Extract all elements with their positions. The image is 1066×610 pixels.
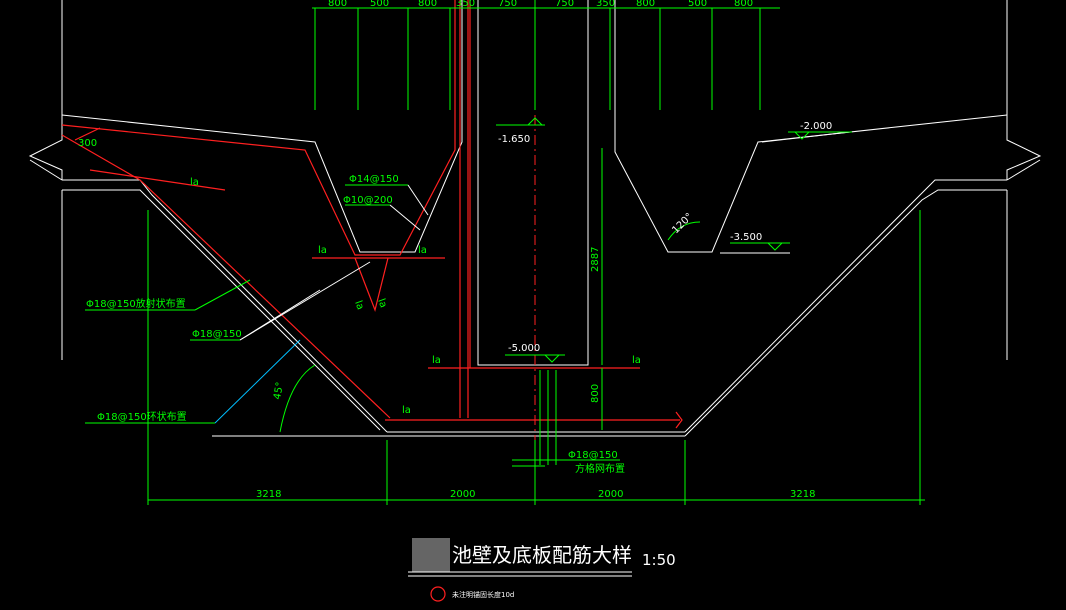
la-label-3: la xyxy=(418,245,427,256)
la-label-4: la xyxy=(432,355,441,366)
rebar-label-a: Φ14@150 xyxy=(349,174,399,185)
dimension-lines xyxy=(85,0,925,505)
rebar-label-f: Φ18@150 xyxy=(568,450,618,461)
slab-dim: 800 xyxy=(590,384,601,403)
height-dim: 2887 xyxy=(590,247,601,272)
drawing-title: 池壁及底板配筋大样 xyxy=(452,543,632,567)
rebar-label-b: Φ10@200 xyxy=(343,195,393,206)
top-dim-4: 350 xyxy=(456,0,475,9)
bottom-dimension-texts: 3218 2000 2000 3218 xyxy=(256,489,815,500)
elevation-texts: -1.650 -2.000 -3.500 -5.000 xyxy=(498,121,832,354)
la-label-7: la xyxy=(352,299,365,311)
rebar-label-f-note: 方格网布置 xyxy=(575,462,625,475)
top-dim-9: 500 xyxy=(688,0,707,9)
top-dim-7: 350 xyxy=(596,0,615,9)
note-circle-icon xyxy=(430,586,446,602)
la-label-5: la xyxy=(632,355,641,366)
drawing-note: 未注明锚固长度10d xyxy=(452,590,514,599)
top-dim-10: 800 xyxy=(734,0,753,9)
cover-label: 300 xyxy=(78,138,97,149)
top-dimension-texts: 800 500 800 350 750 750 350 800 500 800 xyxy=(328,0,753,9)
la-label-8: la xyxy=(375,297,388,309)
top-dim-3: 800 xyxy=(418,0,437,9)
rebar-labels: 300 Φ14@150 Φ10@200 Φ18@150放射状布置 Φ18@150… xyxy=(78,138,695,475)
rebar-label-c: Φ18@150放射状布置 xyxy=(86,297,186,310)
bottom-dim-1: 3218 xyxy=(256,489,281,500)
title-block: 池壁及底板配筋大样 1:50 未注明锚固长度10d xyxy=(408,538,676,602)
top-dim-8: 800 xyxy=(636,0,655,9)
elevation-bottom: -5.000 xyxy=(508,343,540,354)
top-dim-2: 500 xyxy=(370,0,389,9)
leader-lines xyxy=(194,184,429,424)
rebar-lines xyxy=(61,0,683,500)
elevation-right-top: -2.000 xyxy=(800,121,832,132)
blurred-mark xyxy=(412,538,450,572)
la-label-1: la xyxy=(190,177,199,188)
bottom-dim-2: 2000 xyxy=(450,489,475,500)
elevation-left-top: -1.650 xyxy=(498,134,530,145)
top-dim-5: 750 xyxy=(498,0,517,9)
angle-120-label: 120° xyxy=(670,211,695,236)
elevation-right-pit: -3.500 xyxy=(730,232,762,243)
drawing-scale: 1:50 xyxy=(642,551,676,569)
bottom-dim-3: 2000 xyxy=(598,489,623,500)
rebar-label-e: Φ18@150环状布置 xyxy=(97,410,187,423)
structure-outline xyxy=(28,0,1042,437)
top-dim-6: 750 xyxy=(555,0,574,9)
rebar-label-d: Φ18@150 xyxy=(192,329,242,340)
vertical-dimension-texts: 2887 800 xyxy=(590,247,601,403)
la-label-2: la xyxy=(318,245,327,256)
bottom-dim-4: 3218 xyxy=(790,489,815,500)
top-dim-1: 800 xyxy=(328,0,347,9)
angle-45-label: 45° xyxy=(272,381,286,400)
la-label-6: la xyxy=(402,405,411,416)
